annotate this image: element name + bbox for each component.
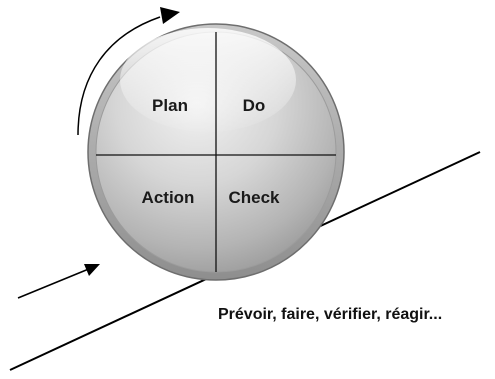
caption-text: Prévoir, faire, vérifier, réagir...: [218, 306, 443, 323]
quadrant-plan: Plan: [152, 96, 188, 115]
straight-arrow-icon: [17, 264, 100, 299]
quadrant-do: Do: [243, 96, 266, 115]
quadrant-action: Action: [142, 188, 195, 207]
pdca-wheel: Plan Do Action Check: [87, 23, 345, 281]
quadrant-check: Check: [228, 188, 280, 207]
curved-arrow-icon: [77, 7, 180, 136]
